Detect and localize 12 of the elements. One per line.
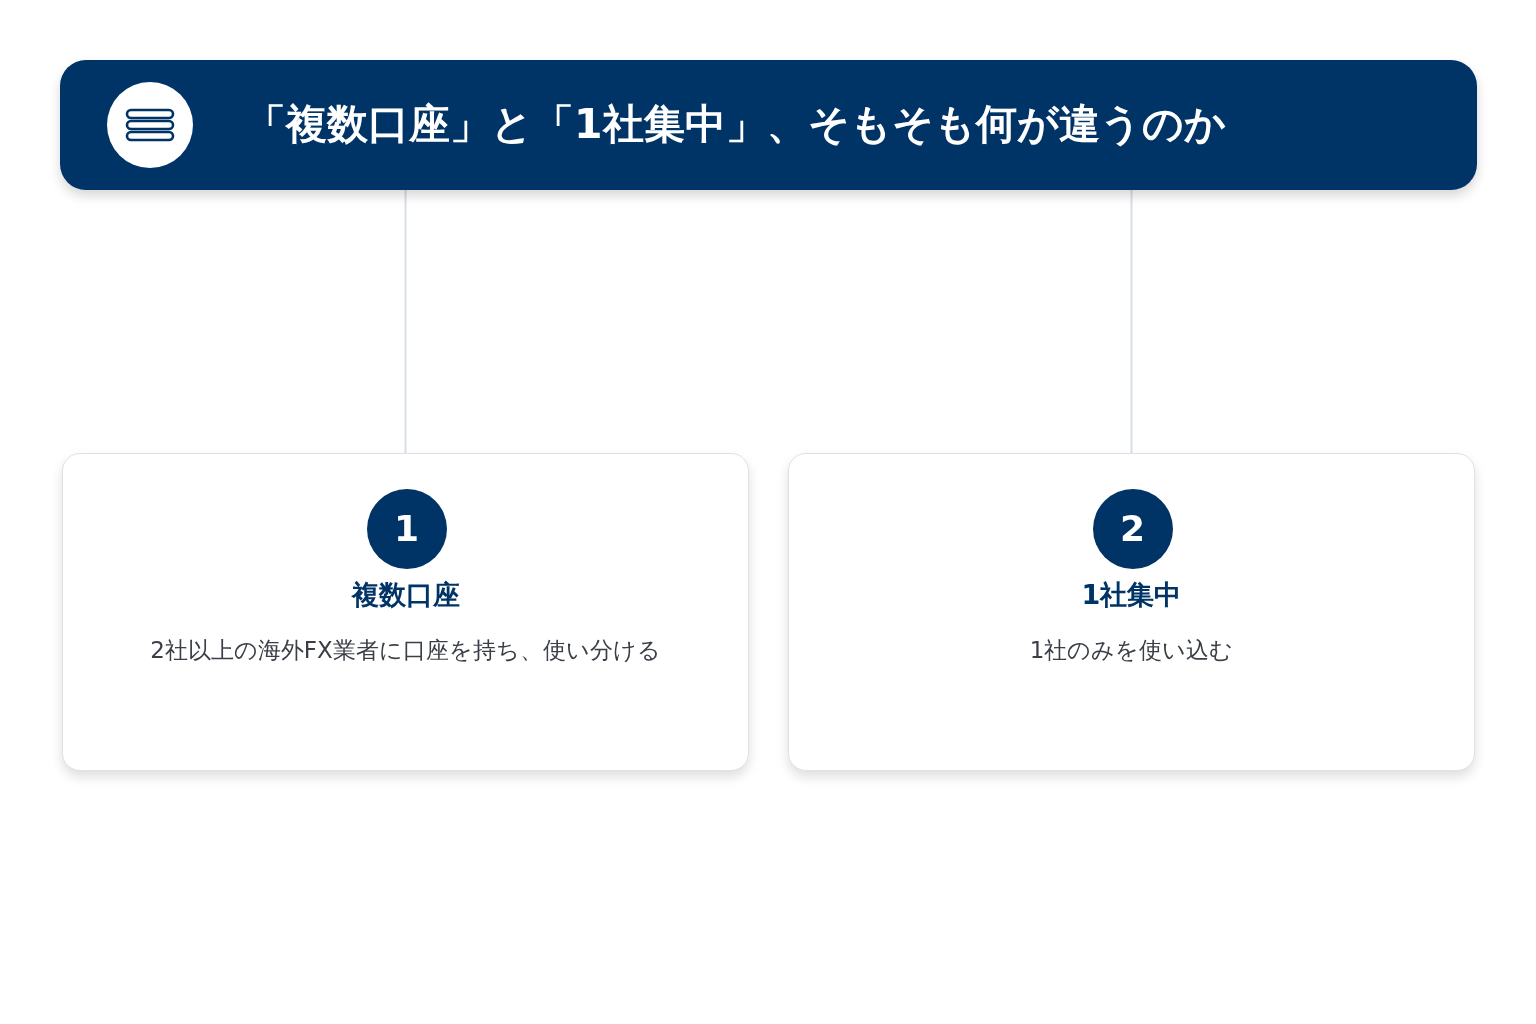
banner-title: 「複数口座」と「1社集中」、そもそも何が違うのか: [245, 100, 1226, 150]
card-heading: 1社集中: [1081, 578, 1182, 612]
card-description: 1社のみを使い込む: [1029, 637, 1234, 665]
number-badge: 2: [1092, 489, 1173, 569]
card: [788, 453, 1475, 771]
number-badge: 1: [366, 489, 447, 569]
card-description: 2社以上の海外FX業者に口座を持ち、使い分ける: [150, 637, 661, 665]
card: [62, 453, 749, 771]
connector-line: [1130, 189, 1133, 454]
header-banner: [60, 60, 1477, 190]
connector-line: [404, 189, 407, 454]
card-heading: 複数口座: [351, 578, 460, 612]
